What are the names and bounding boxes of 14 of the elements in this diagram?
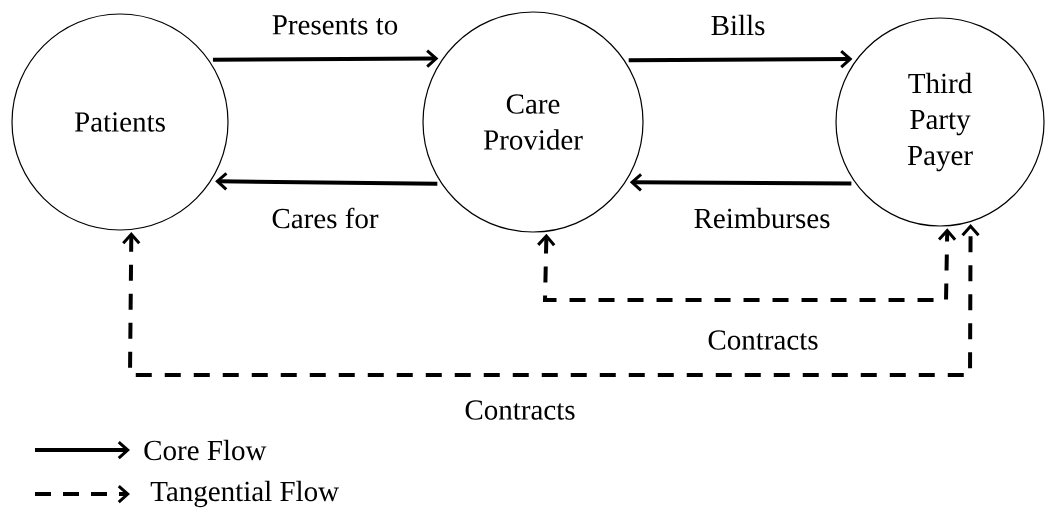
arrow xyxy=(215,172,438,191)
arrow xyxy=(537,228,957,302)
edge-label: Bills xyxy=(708,12,768,38)
legend-label: Core Flow xyxy=(144,439,267,461)
arrow xyxy=(122,224,980,377)
arrow xyxy=(212,49,439,68)
edge-label: Contracts xyxy=(462,398,578,422)
edge-label: Presents to xyxy=(269,13,401,37)
edge-label: Contracts xyxy=(705,328,821,352)
legend-label: Tangential Flow xyxy=(150,480,339,508)
arrow xyxy=(628,50,853,69)
arrow xyxy=(629,173,852,192)
edge-label: Reimburses xyxy=(691,205,833,231)
edge-label: Cares for xyxy=(269,205,381,231)
